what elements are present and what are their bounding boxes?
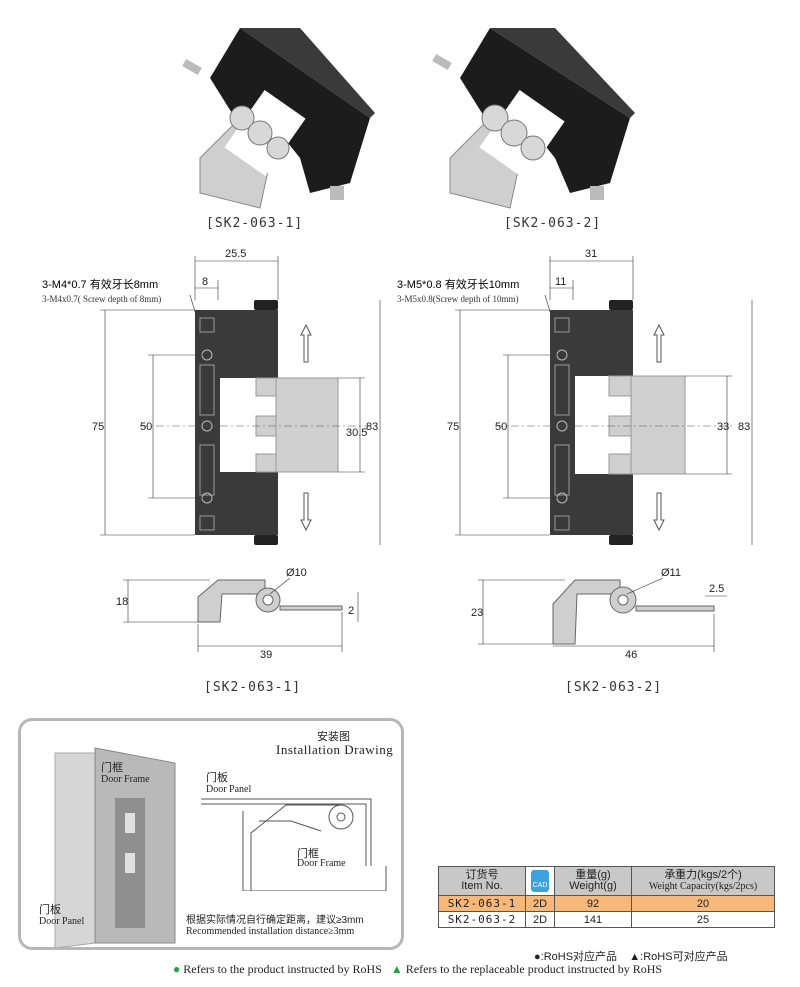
dim-width: 25.5 [225, 248, 246, 260]
dim-offset: 11 [555, 276, 566, 288]
dim-thickness: 2.5 [709, 583, 724, 595]
thread-note-cn: 3-M4*0.7 有效牙长8mm [42, 277, 158, 291]
legend-cn: ●:RoHS对应产品 ▲:RoHS可对应产品 [534, 948, 728, 964]
header-weight: 重量(g)Weight(g) [554, 866, 632, 896]
cell-capacity: 20 [631, 895, 775, 912]
dim-thickness: 2 [348, 605, 354, 617]
installation-panel: 门框 Door Frame 门板 Door Panel 安装图 Installa… [18, 718, 404, 950]
thread-note-cn: 3-M5*0.8 有效牙长10mm [397, 277, 519, 291]
dim-width: 31 [585, 248, 597, 260]
dim-total: 83 [366, 421, 378, 433]
cell-weight: 92 [554, 895, 632, 912]
dim-height: 75 [447, 421, 459, 433]
install-note-en: Recommended installation distance≥3mm [186, 926, 355, 937]
dim-height: 23 [471, 607, 483, 619]
dim-length: 46 [625, 649, 637, 661]
product-photo-sk2-063-1 [182, 28, 375, 209]
cell-cad[interactable]: 2D [525, 895, 555, 912]
thread-note-en: 3-M4x0.7( Screw depth of 8mm) [42, 294, 161, 304]
legend-rohs-replace-en: Refers to the replaceable product instru… [405, 962, 663, 976]
dim-height: 75 [92, 421, 104, 433]
installation-illustration [54, 747, 176, 948]
green-dot-icon: ● [173, 962, 181, 976]
panel-label-2: 门板 Door Panel [206, 772, 252, 796]
legend-rohs-en: Refers to the product instructed by RoHS [183, 962, 382, 976]
header-capacity: 承重力(kgs/2个)Weight Capacity(kgs/2pcs) [631, 866, 775, 896]
dim-holes: 50 [140, 421, 152, 433]
caption-sk2-063-1: [SK2-063-1] [206, 216, 304, 231]
dim-holes: 50 [495, 421, 507, 433]
dim-length: 39 [260, 649, 272, 661]
green-triangle-icon: ▲ [390, 962, 403, 976]
dim-leaf: 33 [717, 421, 729, 433]
product-photo-sk2-063-2 [432, 28, 635, 209]
dim-diameter: Ø10 [286, 567, 307, 579]
table-row: SK2-063-1 2D 92 20 [438, 895, 775, 912]
profile-drawing-sk2-063-1: Ø10 18 2 39 [116, 567, 359, 661]
caption-sk2-063-2: [SK2-063-2] [504, 216, 602, 231]
panel-label-1: 门板 Door Panel [39, 904, 85, 928]
front-drawing-sk2-063-2: 31 11 3-M5*0.8 有效牙长10mm 3-M5x0.8(Screw d… [397, 248, 753, 545]
installation-section [201, 798, 387, 891]
header-cad: CAD [525, 866, 555, 896]
cell-item: SK2-063-2 [438, 911, 526, 928]
cell-weight: 141 [554, 911, 632, 928]
caption-profile-sk2-063-2: [SK2-063-2] [565, 680, 663, 695]
dim-total: 83 [738, 421, 750, 433]
dim-leaf: 30.5 [346, 427, 367, 439]
caption-profile-sk2-063-1: [SK2-063-1] [204, 680, 302, 695]
cad-icon: CAD [531, 870, 549, 892]
profile-drawing-sk2-063-2: Ø11 23 2.5 46 [471, 567, 727, 661]
cell-cad[interactable]: 2D [525, 911, 555, 928]
frame-label-1: 门框 Door Frame [101, 762, 150, 786]
cell-item: SK2-063-1 [438, 895, 526, 912]
table-row: SK2-063-2 2D 141 25 [438, 911, 775, 928]
dim-diameter: Ø11 [661, 567, 681, 579]
dim-height: 18 [116, 596, 128, 608]
frame-label-2: 门框 Door Frame [297, 848, 346, 869]
thread-note-en: 3-M5x0.8(Screw depth of 10mm) [397, 294, 518, 304]
install-title-en: Installation Drawing [276, 742, 394, 757]
legend-en: ● Refers to the product instructed by Ro… [173, 962, 662, 977]
cell-capacity: 25 [631, 911, 775, 928]
install-note-cn: 根据实际情况自行确定距离，建议≥3mm [186, 915, 364, 926]
legend-rohs-cn: ●:RoHS对应产品 [534, 951, 618, 963]
install-title-cn: 安装图 [317, 731, 350, 743]
dim-offset: 8 [202, 276, 208, 288]
legend-rohs-replace-cn: ▲:RoHS可对应产品 [629, 951, 728, 963]
front-drawing-sk2-063-1: 25.5 8 3-M4*0.7 有效牙长8mm 3-M4x0.7( Screw … [42, 248, 381, 545]
